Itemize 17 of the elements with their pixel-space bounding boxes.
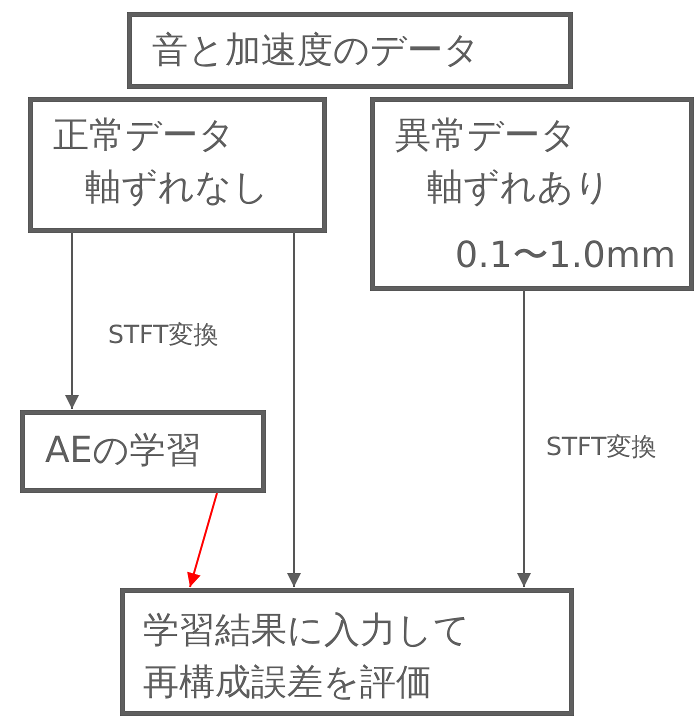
process-box: [28, 97, 327, 233]
box-text: 学習結果に入力して再構成誤差を評価: [143, 609, 471, 705]
box-text: 軸ずれなし: [85, 166, 269, 210]
process-box: [370, 97, 694, 291]
arrow: [187, 492, 218, 588]
box-text: AEの学習: [45, 429, 202, 473]
arrow: [287, 233, 301, 587]
process-box: [127, 12, 573, 89]
arrow: [517, 291, 531, 587]
box-text: 正常データ: [53, 114, 235, 158]
box-text: 音と加速度のデータ: [152, 29, 480, 73]
box-text: 0.1〜1.0mm: [455, 234, 676, 278]
process-box: [120, 588, 574, 716]
process-box: [20, 410, 266, 493]
box-text: 軸ずれあり: [427, 166, 611, 210]
box-text: 異常データ: [395, 114, 577, 158]
arrow: [65, 233, 79, 409]
